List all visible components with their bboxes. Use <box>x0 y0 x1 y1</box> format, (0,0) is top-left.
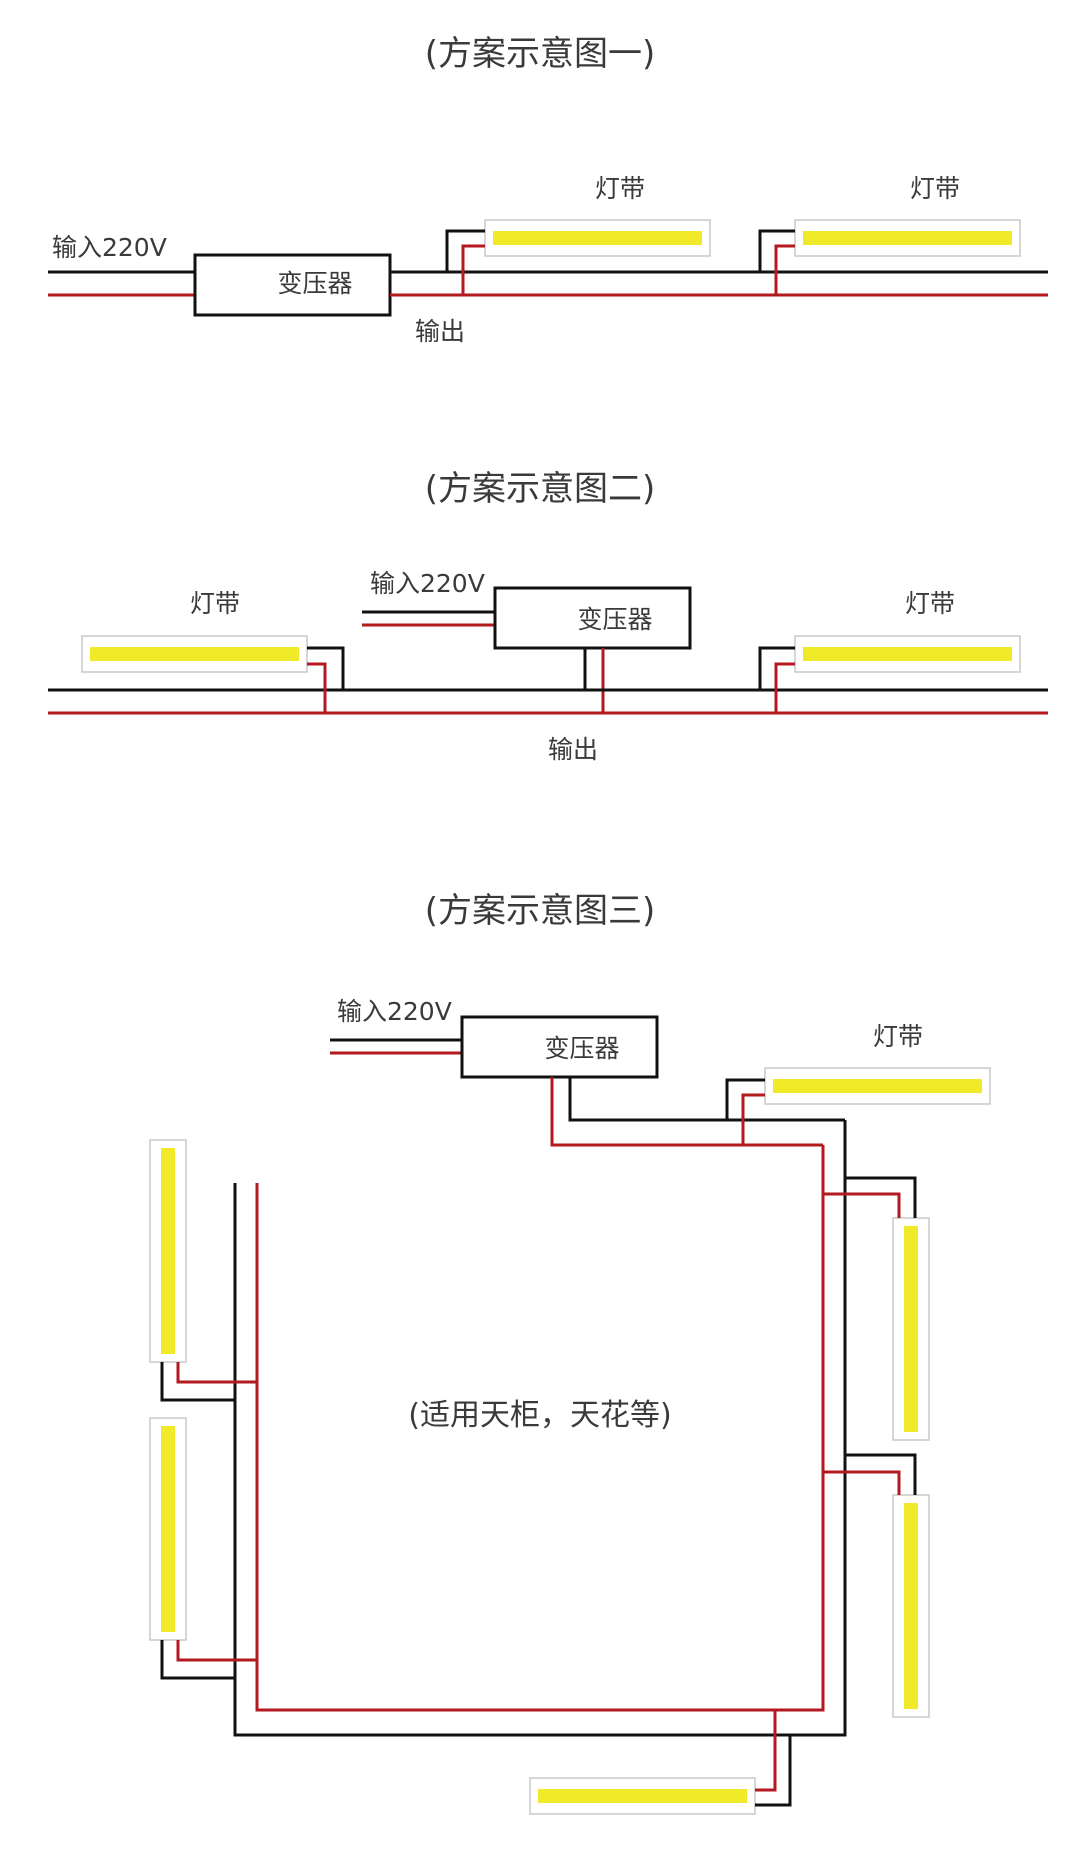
diagram-3-strip-left-lower-black-lead <box>160 1640 235 1680</box>
diagram-3-strip-left-upper-red-lead <box>176 1362 257 1384</box>
diagram-3-input-label: 输入220V <box>337 997 452 1026</box>
diagram-2-strip-2-red-lead <box>774 662 795 713</box>
diagram-1-strip-2-red-lead <box>774 244 795 295</box>
diagram-3-strip-bottom-red-lead <box>755 1710 777 1792</box>
diagram-3-strip-bottom-led <box>538 1789 747 1803</box>
diagram-1-strip-2-led <box>803 231 1012 245</box>
diagram-1-transformer <box>193 253 392 317</box>
diagram-3-strip-right-upper-black-lead <box>845 1176 917 1218</box>
diagram-3-strip-bottom-black-lead <box>755 1735 792 1807</box>
diagram-3-strip-left-upper-led <box>161 1148 175 1354</box>
diagram-2-strip-1-red-lead <box>307 662 327 713</box>
diagram-1-strip-1-red-lead <box>461 244 485 295</box>
diagram-3-loop-red <box>255 1145 825 1712</box>
diagram-1: (方案示意图一) 输入220V 变压器 输出 灯带 灯带 <box>48 34 1048 346</box>
diagram-2-output-label: 输出 <box>548 735 598 764</box>
diagram-3-strip-left-upper-black-lead <box>160 1362 235 1402</box>
diagram-3-transformer-label: 变压器 <box>544 1034 619 1063</box>
diagram-1-strip-1-black-lead <box>445 229 485 272</box>
diagram-1-strip-2-black-lead <box>758 229 795 272</box>
diagram-2-input-label: 输入220V <box>370 569 485 598</box>
diagram-1-title: (方案示意图一) <box>425 34 656 74</box>
diagram-2: (方案示意图二) 输入220V 变压器 输出 灯带 灯带 <box>48 469 1048 764</box>
diagram-3-transformer <box>460 1015 659 1079</box>
diagram-3-title: (方案示意图三) <box>425 891 656 931</box>
diagram-1-input-label: 输入220V <box>52 233 167 262</box>
diagram-2-transformer <box>493 586 692 650</box>
diagram-3-strip-top-red-lead <box>741 1093 765 1145</box>
diagram-3-loop-black <box>233 1120 847 1737</box>
diagram-3-strip-top-led <box>773 1079 982 1093</box>
diagram-3-drop-black <box>568 1077 845 1122</box>
diagram-3: (方案示意图三) 输入220V 变压器 (适用天柜，天花等) 灯带 <box>149 891 991 1815</box>
diagram-1-strip-2-label: 灯带 <box>910 174 960 203</box>
diagram-1-strip-1-label: 灯带 <box>595 174 645 203</box>
diagram-3-strip-left-lower-red-lead <box>176 1640 257 1662</box>
diagram-3-strip-right-lower-led <box>904 1503 918 1709</box>
diagram-2-transformer-label: 变压器 <box>577 605 652 634</box>
diagram-1-transformer-label: 变压器 <box>277 269 352 298</box>
diagram-2-title: (方案示意图二) <box>425 469 656 509</box>
diagram-2-strip-2-label: 灯带 <box>905 589 955 618</box>
diagram-3-strip-right-lower-red-lead <box>823 1470 901 1495</box>
diagram-2-strip-2-black-lead <box>758 646 795 690</box>
diagram-1-strip-1-led <box>493 231 702 245</box>
diagram-3-note: (适用天柜，天花等) <box>408 1398 671 1433</box>
diagram-2-strip-1-black-lead <box>307 646 345 690</box>
diagram-3-strip-label: 灯带 <box>873 1022 923 1051</box>
diagram-1-output-label: 输出 <box>415 317 465 346</box>
diagram-2-strip-2-led <box>803 647 1012 661</box>
diagram-2-strip-1-label: 灯带 <box>190 589 240 618</box>
diagram-3-strip-top-black-lead <box>725 1078 765 1120</box>
diagram-3-drop-red <box>550 1077 823 1147</box>
diagram-2-strip-1-led <box>90 647 299 661</box>
diagram-3-strip-left-lower-led <box>161 1426 175 1632</box>
diagram-3-strip-right-upper-led <box>904 1226 918 1432</box>
diagram-3-strip-right-lower-black-lead <box>845 1453 917 1495</box>
diagram-3-strip-right-upper-red-lead <box>823 1192 901 1218</box>
